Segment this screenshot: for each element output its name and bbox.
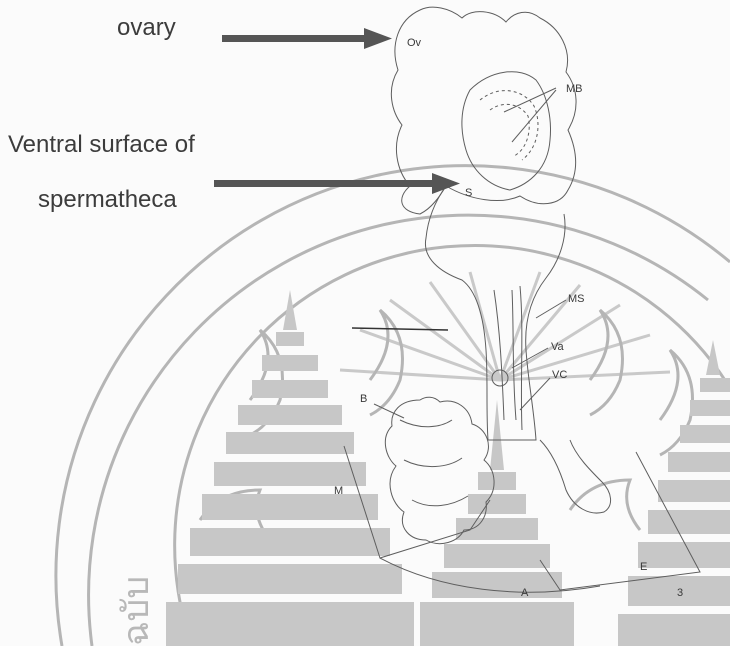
scale-bar — [352, 328, 448, 330]
ventral-surface-annotation-line2: spermatheca — [38, 186, 177, 214]
watermark-rays — [340, 272, 670, 380]
watermark-right-pagoda — [618, 340, 730, 646]
label-mb: MB — [566, 83, 583, 95]
duct-line-2 — [512, 290, 516, 420]
label-vc: VC — [552, 369, 567, 381]
label-a: A — [521, 587, 529, 599]
ovary-annotation: ovary — [117, 14, 176, 42]
watermark-central-spire — [420, 400, 574, 646]
watermark-seal — [56, 166, 730, 646]
label-ov: Ov — [407, 37, 422, 49]
ovary-arrow-head — [364, 28, 392, 49]
label-e: E — [640, 561, 647, 573]
bursa-lobe-3 — [412, 496, 468, 506]
bursa-lobe-1 — [400, 420, 452, 427]
mushroom-body-inner-1 — [480, 91, 538, 160]
label-m: M — [334, 485, 343, 497]
duct-line-1 — [494, 290, 504, 420]
label-3: 3 — [677, 587, 683, 599]
ventral-surface-annotation-line1: Ventral surface of — [8, 131, 195, 159]
watermark-text: ฉบับ — [116, 576, 157, 646]
label-b: B — [360, 393, 367, 405]
ovary-arrow-shaft — [222, 35, 368, 42]
label-s: S — [465, 187, 472, 199]
watermark-left-pagoda — [166, 290, 414, 646]
label-va: Va — [551, 341, 565, 353]
mushroom-body-inner-2 — [490, 104, 529, 156]
bursa-lobe-2 — [404, 458, 462, 467]
label-ms: MS — [568, 293, 585, 305]
leader-vc — [520, 378, 550, 410]
spermatheca-arrow-shaft — [214, 180, 436, 187]
